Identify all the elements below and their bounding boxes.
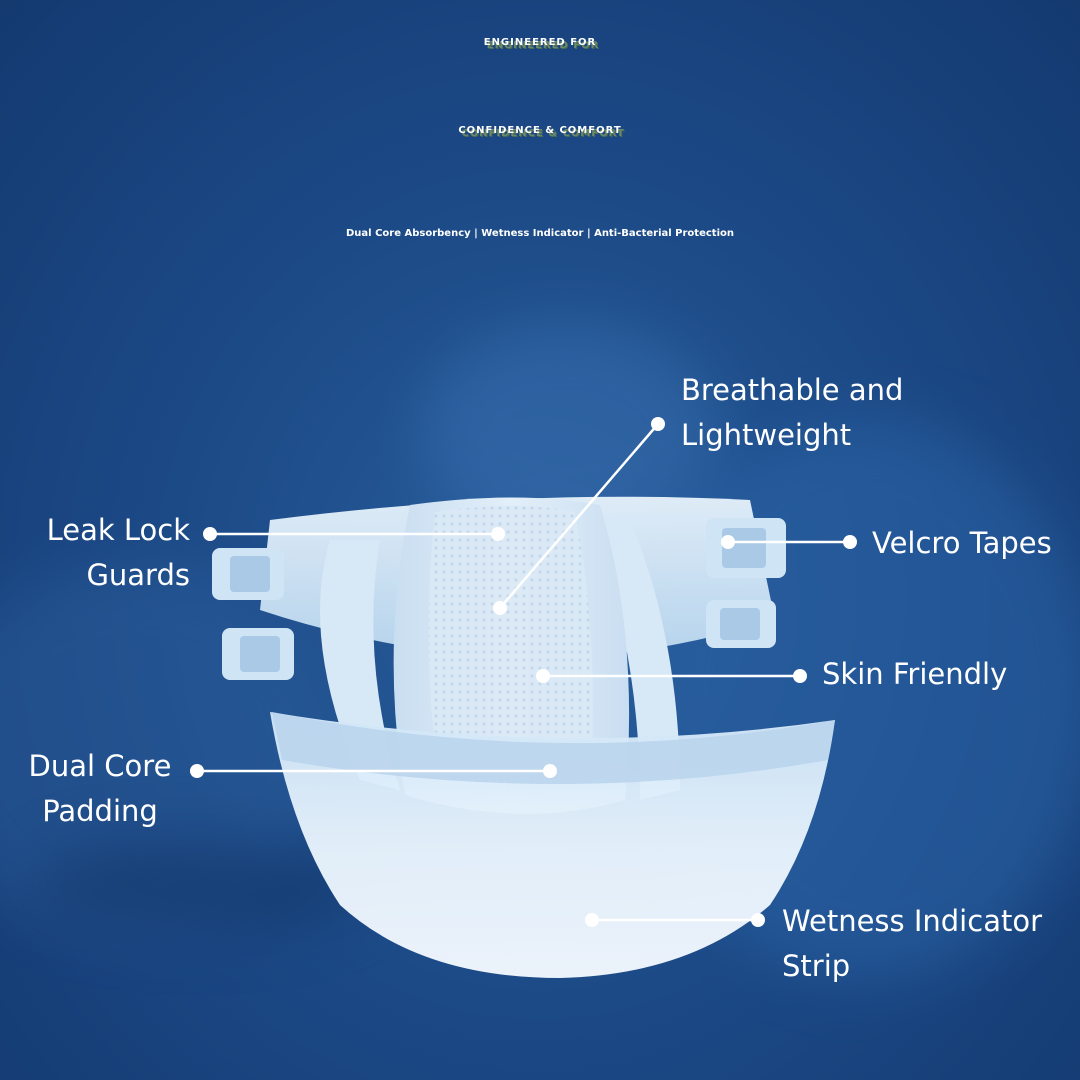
callout-dual-core-line-2: Padding	[42, 794, 158, 828]
callout-wetness-line-2: Strip	[782, 949, 851, 983]
leader-dots	[190, 417, 857, 927]
right-leak-guard	[590, 520, 680, 800]
headline-line-2: CONFIDENCE & COMFORT	[458, 125, 622, 136]
dot-leak-lock-outer	[203, 527, 217, 541]
callout-velcro: Velcro Tapes	[872, 521, 1052, 566]
dot-breathable-outer	[651, 417, 665, 431]
dot-velcro-outer	[843, 535, 857, 549]
callout-skin: Skin Friendly	[822, 652, 1007, 697]
callout-dual-core-line-1: Dual Core	[28, 749, 172, 783]
front-waistband	[272, 712, 835, 784]
dot-skin-inner	[536, 669, 550, 683]
right-tape-lower-inner	[720, 608, 760, 640]
callout-skin-line-1: Skin Friendly	[822, 657, 1008, 691]
dot-dual-core-inner	[543, 764, 557, 778]
leader-lines	[197, 423, 850, 922]
callout-leak-lock: Leak Lock Guards	[40, 508, 190, 598]
callout-wetness-line-1: Wetness Indicator	[782, 904, 1042, 938]
dot-breathable-inner	[493, 601, 507, 615]
mesh-topsheet	[428, 506, 593, 798]
dot-wetness-outer	[751, 913, 765, 927]
callout-breathable-line-1: Breathable and	[681, 373, 904, 407]
subheadline: Dual Core Absorbency | Wetness Indicator…	[346, 228, 734, 239]
callout-leak-lock-line-1: Leak Lock	[46, 513, 190, 547]
dot-wetness-inner	[585, 913, 599, 927]
left-tape-upper-inner	[230, 556, 270, 592]
headline-line-1: ENGINEERED FOR	[483, 37, 597, 48]
callout-wetness: Wetness Indicator Strip	[782, 899, 1042, 989]
dot-dual-core-outer	[190, 764, 204, 778]
dot-skin-outer	[793, 669, 807, 683]
diaper-front-cup	[270, 712, 835, 978]
callout-breathable: Breathable and Lightweight	[681, 368, 903, 458]
callout-dual-core: Dual Core Padding	[20, 744, 180, 834]
left-tape-lower-inner	[240, 636, 280, 672]
callout-leak-lock-line-2: Guards	[86, 558, 190, 592]
dot-leak-lock-inner	[491, 527, 505, 541]
callout-breathable-line-2: Lightweight	[681, 418, 852, 452]
dot-velcro-inner	[721, 535, 735, 549]
leader-line-breathable	[499, 423, 659, 609]
callout-velcro-line-1: Velcro Tapes	[872, 526, 1052, 560]
